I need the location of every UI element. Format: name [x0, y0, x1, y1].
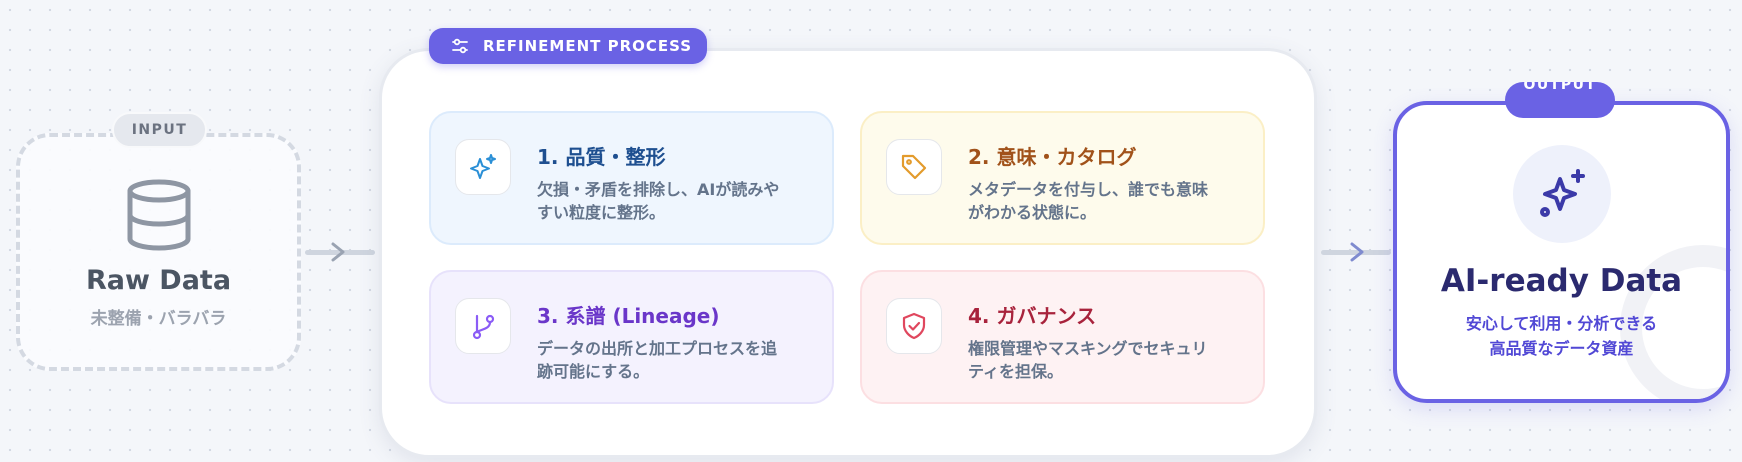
chevron-right-icon	[1350, 242, 1364, 262]
database-icon	[127, 179, 190, 251]
sparkles-icon	[470, 154, 496, 179]
input-subtitle: 未整備・バラバラ	[90, 309, 227, 329]
connector-line-right	[1321, 250, 1391, 255]
input-badge: INPUT	[112, 112, 207, 148]
output-card: AI-ready Data 安心して利用・分析できる高品質なデータ資産	[1393, 101, 1730, 403]
output-title: AI-ready Data	[1440, 263, 1683, 299]
step-title: 3. 系譜 (Lineage)	[537, 304, 720, 328]
git-branch-icon	[472, 314, 495, 340]
input-card: Raw Data 未整備・バラバラ	[16, 133, 301, 371]
sliders-icon	[452, 38, 468, 54]
chevron-right-icon	[331, 242, 345, 262]
step-semantics: 2. 意味・カタログ メタデータを付与し、誰でも意味がわかる状態に。	[860, 111, 1265, 245]
process-badge-label: REFINEMENT PROCESS	[483, 37, 693, 55]
watermark-ring-icon	[1620, 245, 1726, 399]
output-icon-circle	[1512, 145, 1611, 243]
step-description: 欠損・矛盾を排除し、AIが読みやすい粒度に整形。	[537, 180, 780, 222]
process-badge: REFINEMENT PROCESS	[429, 28, 707, 64]
sparkles-icon	[1539, 169, 1585, 217]
output-subtitle: 安心して利用・分析できる高品質なデータ資産	[1465, 314, 1658, 358]
step-lineage: 3. 系譜 (Lineage) データの出所と加工プロセスを追跡可能にする。	[429, 270, 834, 404]
output-badge-label: OUTPUT	[1523, 82, 1597, 93]
tag-icon	[901, 154, 927, 180]
shield-check-icon	[902, 312, 926, 340]
step-title: 2. 意味・カタログ	[968, 145, 1137, 169]
output-badge: OUTPUT	[1505, 82, 1615, 118]
step-title: 4. ガバナンス	[968, 304, 1097, 328]
step-description: 権限管理やマスキングでセキュリティを担保。	[968, 339, 1208, 381]
step-description: メタデータを付与し、誰でも意味がわかる状態に。	[968, 180, 1209, 222]
step-governance: 4. ガバナンス 権限管理やマスキングでセキュリティを担保。	[860, 270, 1265, 404]
step-quality: 1. 品質・整形 欠損・矛盾を排除し、AIが読みやすい粒度に整形。	[429, 111, 834, 245]
step-description: データの出所と加工プロセスを追跡可能にする。	[537, 339, 778, 381]
step-title: 1. 品質・整形	[537, 145, 666, 169]
input-title: Raw Data	[85, 265, 232, 296]
